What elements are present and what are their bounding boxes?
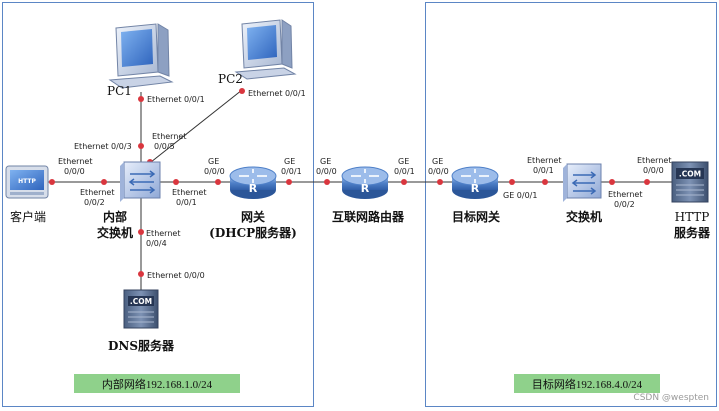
target-network-frame <box>425 2 717 407</box>
port-label: 0/0/2 <box>84 198 105 207</box>
http-server-icon[interactable]: .COM <box>671 161 709 203</box>
internal-network-label-bg <box>74 374 240 393</box>
dns-server-label: DNS服务器 <box>108 338 175 353</box>
target-network-label: 目标网络192.168.4.0/24 <box>532 377 643 391</box>
svg-text:R: R <box>471 182 480 195</box>
pc1-label: PC1 <box>107 84 132 98</box>
port-dot <box>173 179 179 185</box>
port-label: Ethernet <box>637 156 671 165</box>
http-server-label-2: 服务器 <box>674 225 711 240</box>
port-label: Ethernet 0/0/1 <box>248 89 306 98</box>
internal-switch-label-1: 内部 <box>103 209 127 224</box>
port-label: 0/0/1 <box>176 198 197 207</box>
port-dots <box>49 88 650 277</box>
internal-switch-label-2: 交换机 <box>97 225 133 240</box>
port-label: 0/0/5 <box>154 142 175 151</box>
target-switch-label: 交换机 <box>566 209 602 224</box>
port-label: Ethernet <box>58 157 92 166</box>
port-dot <box>138 143 144 149</box>
port-dot <box>609 179 615 185</box>
port-label: 0/0/4 <box>146 239 167 248</box>
link-pc2-switch <box>145 89 243 167</box>
internal-network-label: 内部网络192.168.1.0/24 <box>102 377 213 391</box>
port-label: Ethernet <box>146 229 180 238</box>
client-screen-text: HTTP <box>18 178 36 185</box>
port-dot <box>644 179 650 185</box>
port-dot <box>324 179 330 185</box>
port-label: GE 0/0/1 <box>503 191 537 200</box>
port-label: 0/0/1 <box>394 167 415 176</box>
pc1-computer-icon[interactable] <box>108 23 174 89</box>
http-badge-text: .COM <box>679 170 701 179</box>
port-label: 0/0/0 <box>204 167 225 176</box>
port-label: GE <box>284 157 295 166</box>
port-dot <box>138 229 144 235</box>
port-dot <box>49 179 55 185</box>
port-dot <box>542 179 548 185</box>
port-dot <box>437 179 443 185</box>
port-label: Ethernet <box>527 156 561 165</box>
port-label: Ethernet <box>608 190 642 199</box>
port-label: 0/0/0 <box>64 167 85 176</box>
dns-badge-text: .COM <box>130 297 152 306</box>
target-network-label-bg <box>514 374 660 393</box>
gateway-label-1: 网关 <box>241 209 265 224</box>
port-dot <box>286 179 292 185</box>
internal-network-frame <box>2 2 314 407</box>
port-dot <box>101 179 107 185</box>
port-dot <box>509 179 515 185</box>
gateway-label-2: (DHCP服务器) <box>209 225 297 240</box>
target-gateway-router-icon[interactable]: R <box>451 166 499 199</box>
port-label: GE <box>320 157 331 166</box>
port-dot <box>239 88 245 94</box>
port-label: GE <box>398 157 409 166</box>
port-dot <box>138 96 144 102</box>
port-label: 0/0/0 <box>428 167 449 176</box>
internal-switch-icon[interactable] <box>120 161 161 202</box>
port-dot <box>138 271 144 277</box>
port-dot <box>215 179 221 185</box>
port-label: Ethernet 0/0/0 <box>147 271 205 280</box>
port-label: 0/0/1 <box>281 167 302 176</box>
svg-text:R: R <box>361 182 370 195</box>
port-dot <box>401 179 407 185</box>
internet-router-icon[interactable]: R <box>341 166 389 199</box>
port-label: 0/0/0 <box>316 167 337 176</box>
pc2-label: PC2 <box>218 72 243 86</box>
port-label: 0/0/2 <box>614 200 635 209</box>
port-label: GE <box>432 157 443 166</box>
internet-router-label: 互联网路由器 <box>332 209 405 224</box>
target-switch-icon[interactable] <box>563 163 602 202</box>
pc2-computer-icon[interactable] <box>234 19 297 80</box>
svg-text:R: R <box>249 182 258 195</box>
port-label: Ethernet <box>172 188 206 197</box>
port-label: 0/0/0 <box>643 166 664 175</box>
watermark: CSDN @wespten <box>633 393 709 403</box>
port-label: Ethernet <box>80 188 114 197</box>
port-label: Ethernet 0/0/1 <box>147 95 205 104</box>
dns-server-icon[interactable]: .COM <box>123 289 159 329</box>
target-gateway-label: 目标网关 <box>452 209 500 224</box>
http-server-label-1: HTTP <box>675 210 710 224</box>
port-label: Ethernet <box>152 132 186 141</box>
client-terminal-icon[interactable]: HTTP <box>5 165 49 199</box>
port-label: Ethernet 0/0/3 <box>74 142 132 151</box>
gateway-router-icon[interactable]: R <box>229 166 277 199</box>
port-label: 0/0/1 <box>533 166 554 175</box>
client-label: 客户端 <box>10 209 46 224</box>
port-label: GE <box>208 157 219 166</box>
